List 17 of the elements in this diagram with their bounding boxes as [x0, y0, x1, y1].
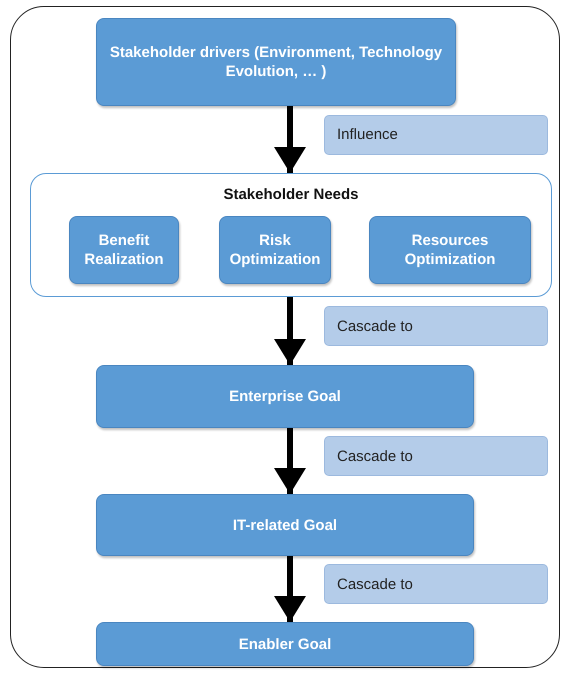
- process-box: Benefit Realization: [69, 216, 179, 284]
- arrow: [274, 106, 306, 173]
- edge-label: Influence: [324, 114, 548, 154]
- process-box: Enterprise Goal: [96, 365, 474, 428]
- process-box: Risk Optimization: [219, 216, 331, 284]
- edge-label: Cascade to: [324, 564, 548, 604]
- edge-label: Cascade to: [324, 436, 548, 476]
- arrow: [274, 428, 306, 494]
- edge-label: Cascade to: [324, 306, 548, 346]
- process-box: Resources Optimization: [369, 216, 531, 284]
- arrow: [274, 297, 306, 365]
- arrow: [274, 556, 306, 622]
- group-box: [30, 173, 552, 297]
- process-box: IT-related Goal: [96, 494, 474, 556]
- process-box: Enabler Goal: [96, 622, 474, 666]
- group-title: Stakeholder Needs: [222, 186, 360, 203]
- process-box: Stakeholder drivers (Environment, Technology Evolution, … ): [96, 18, 456, 106]
